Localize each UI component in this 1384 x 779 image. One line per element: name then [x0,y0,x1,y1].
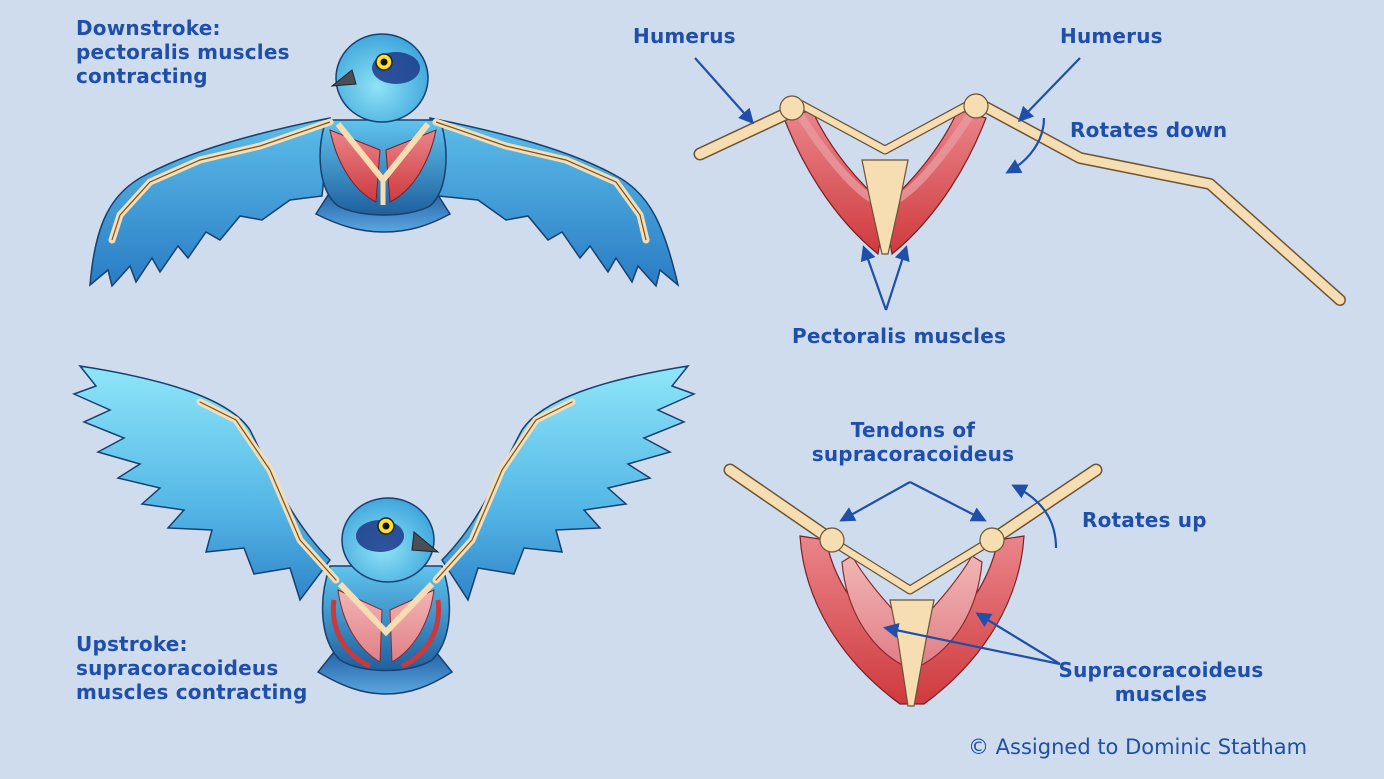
humerus-right-label: Humerus [1060,24,1163,48]
sternum-keel-up [889,599,935,707]
rotates-up-label: Rotates up [1082,508,1207,532]
tendons-label: Tendons of supracoracoideus [811,418,1015,466]
supracoracoideus-right-small [389,589,435,663]
supracoracoideus-left-small [337,589,383,663]
pectoralis-right [883,109,987,256]
pectoralis-label: Pectoralis muscles [792,324,1007,348]
beak-up [411,531,440,553]
downstroke-bone-diagram [693,57,1346,311]
pectoralis-left [783,109,887,256]
left-wing-down [89,117,331,288]
body-up [321,565,451,672]
beak-down [330,69,357,87]
downstroke-label: Downstroke: pectoralis muscles contracti… [76,16,290,88]
humerus-left-label: Humerus [633,24,736,48]
copyright-credit: © Assigned to Dominic Statham [968,735,1308,759]
outer-muscle-right [911,535,1025,705]
upstroke-label: Upstroke: supracoracoideus muscles contr… [76,632,308,704]
bird-downstroke-illustration [89,33,680,288]
pectoralis-right-small [385,129,437,203]
outer-muscle-left [799,535,913,705]
upstroke-bone-diagram [723,463,1103,707]
rotates-down-label: Rotates down [1070,118,1228,142]
right-wing-down [429,117,680,288]
bird-upstroke-illustration [71,364,697,695]
supracoracoideus-label: Supracoracoideus muscles [1058,658,1264,706]
sternum-keel-down [861,159,909,255]
wishbone-up [337,581,435,637]
pectoralis-left-small [329,129,381,203]
